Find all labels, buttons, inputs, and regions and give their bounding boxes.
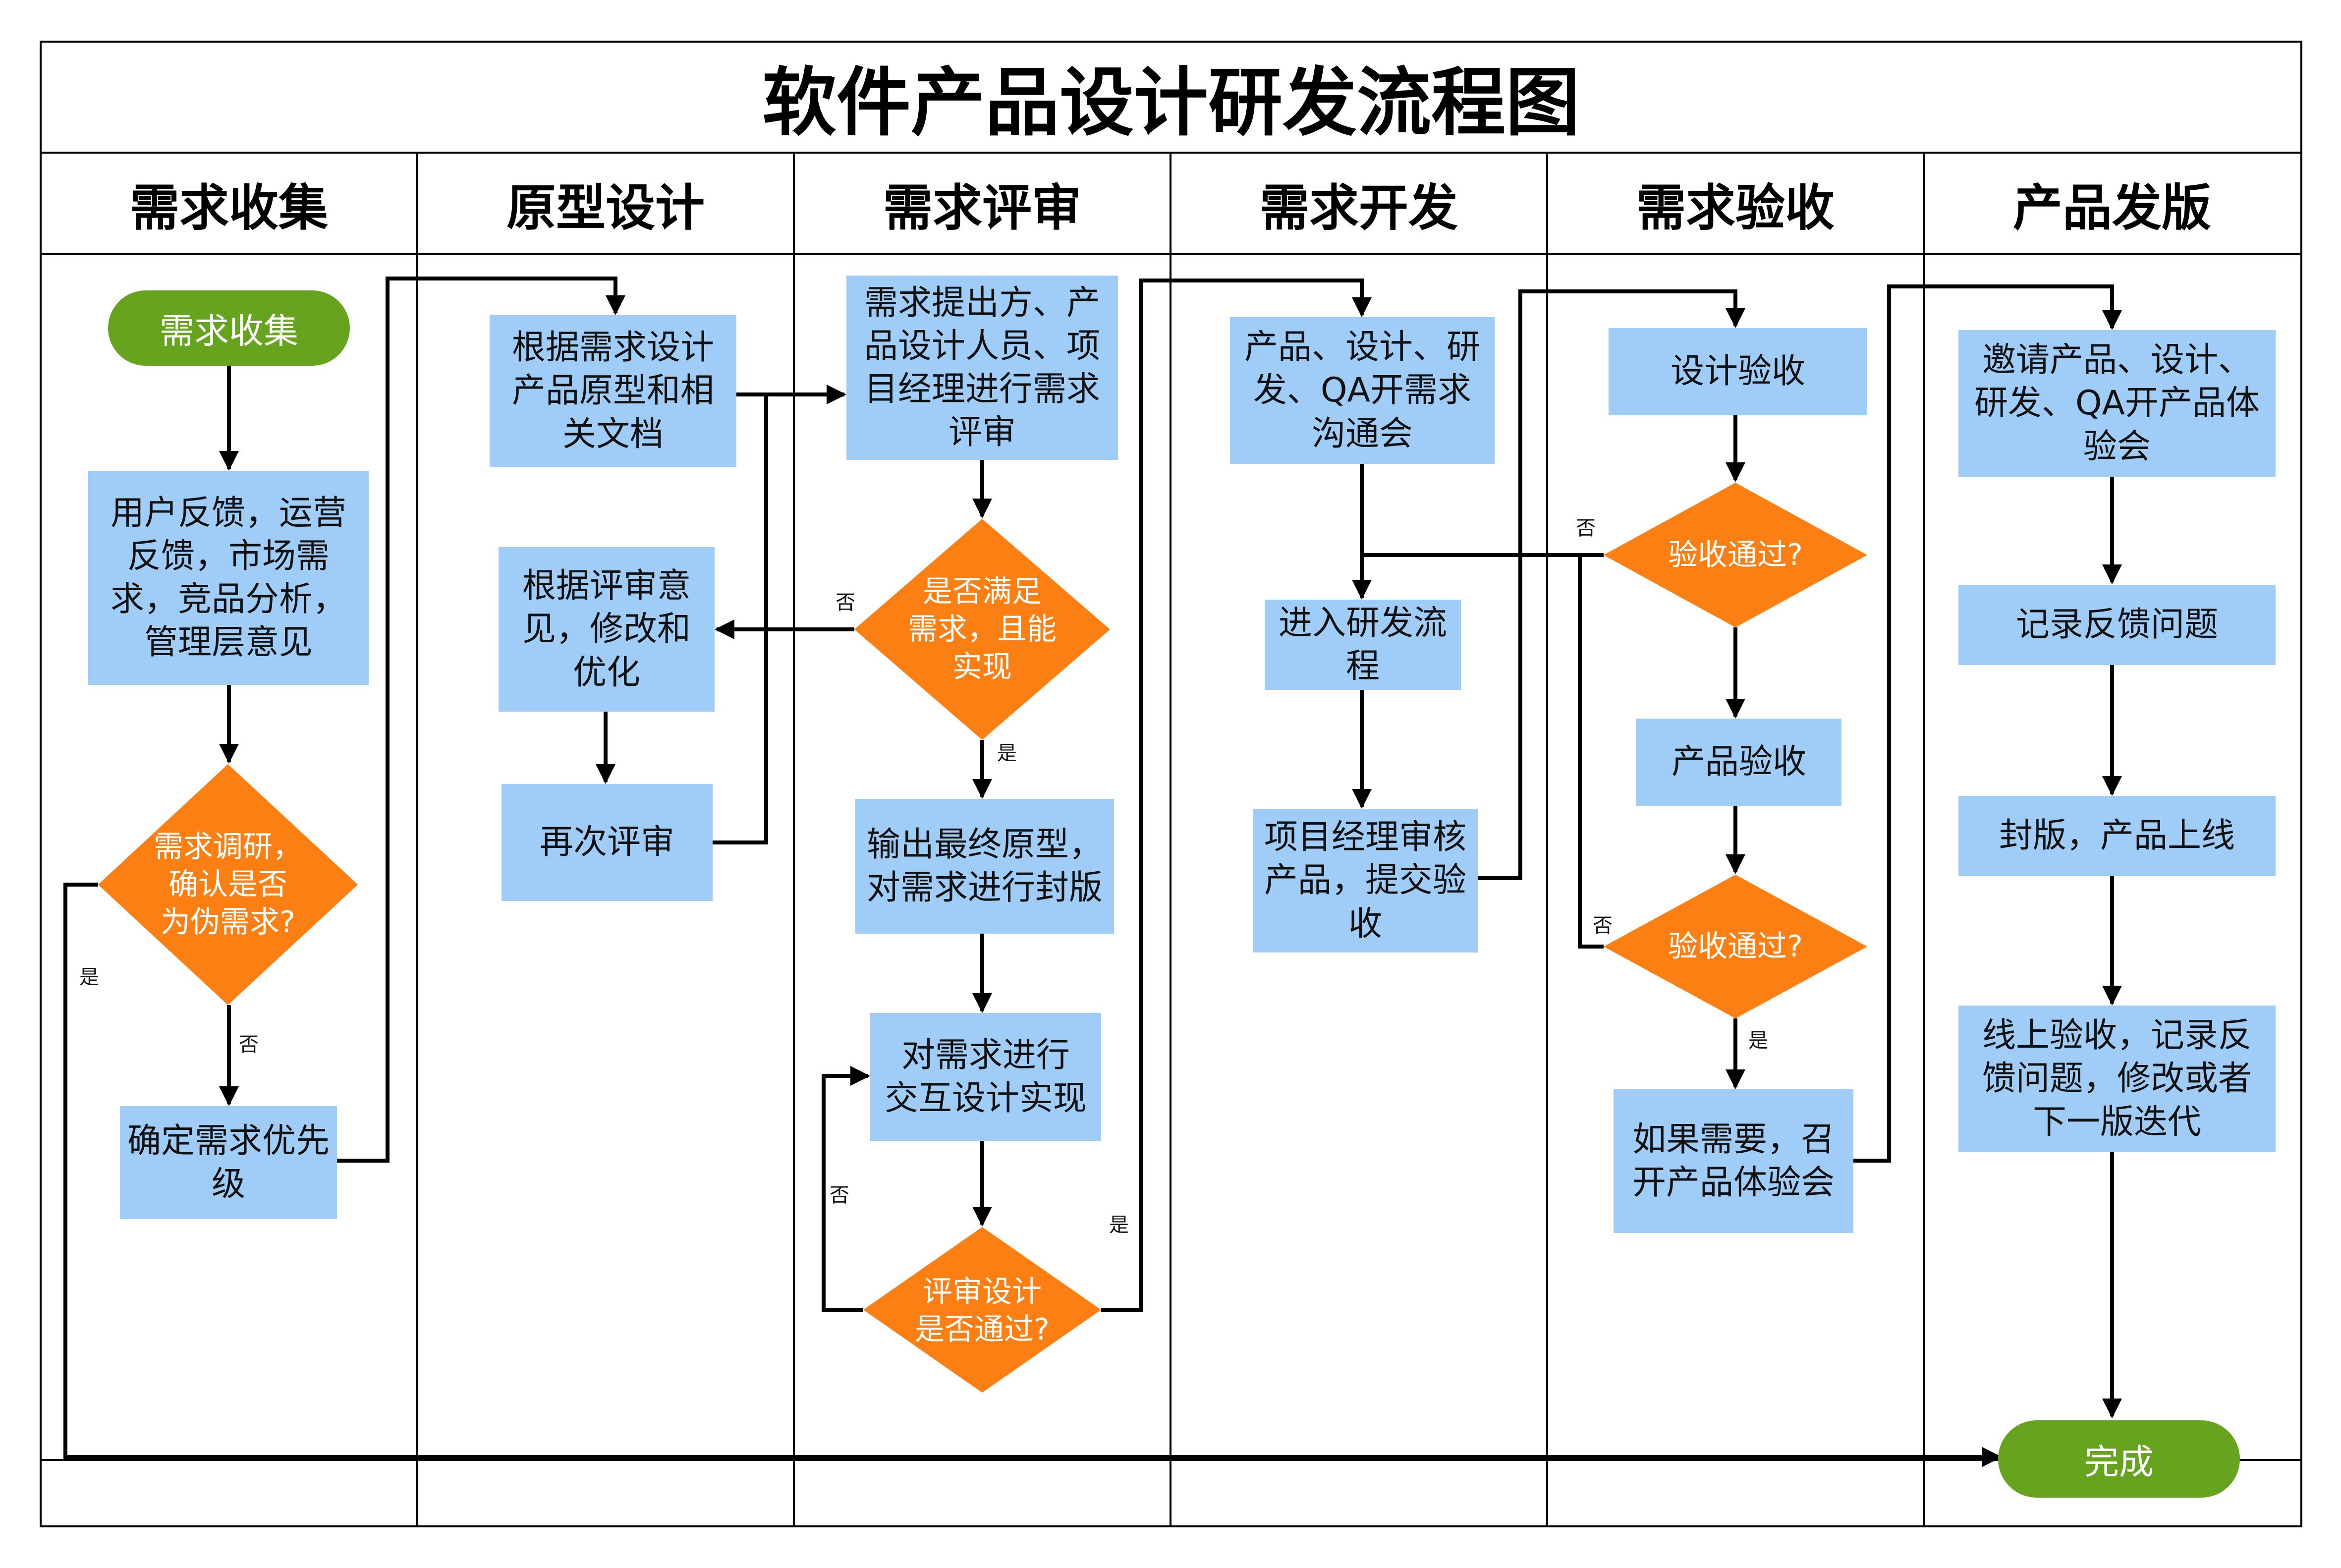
design-review-check-text: 评审设计 是否通过?: [915, 1274, 1050, 1347]
interaction-design-box: 对需求进行 交互设计实现: [870, 1013, 1101, 1141]
swimlane-grid: [40, 41, 2302, 1527]
edge-review-no-loop: [822, 1066, 870, 1312]
edge-check-done: [63, 883, 2002, 1467]
meets-demand-diamond: [854, 519, 1110, 740]
pm-review-box: 项目经理审核 产品，提交验 收: [1253, 809, 1478, 952]
design-acceptance-box: 设计验收: [1609, 328, 1867, 415]
edge-label-accept2-no: 否: [1593, 914, 1613, 937]
revise-box: 根据评审意 见，修改和 优化: [499, 547, 715, 712]
accept-diamond-2: [1604, 875, 1867, 1018]
meets-demand-check-text: 是否满足 需求，且能 实现: [908, 574, 1057, 685]
priority-box: 确定需求优先 级: [120, 1106, 337, 1219]
decision-shapes: [98, 483, 1867, 1393]
design-review-diamond: [863, 1227, 1101, 1393]
online-acceptance-box: 线上验收，记录反 馈问题，修改或者 下一版迭代: [1958, 1006, 2276, 1152]
edge-label-meets-yes: 是: [997, 742, 1017, 765]
lane-header-development: 需求开发: [1260, 178, 1458, 237]
edge-check2-no: [1578, 555, 1604, 949]
invite-meeting-box: 邀请产品、设计、 研发、QA开产品体 验会: [1958, 330, 2276, 477]
record-feedback-box: 记录反馈问题: [1958, 585, 2276, 665]
edge-exp-invite: [1853, 284, 2122, 1163]
re-review-box: 再次评审: [502, 784, 713, 901]
pseudo-demand-diamond: [98, 764, 358, 1005]
lane-header-release: 产品发版: [2013, 178, 2211, 237]
page-title: 软件产品设计研发流程图: [762, 59, 1580, 146]
done-terminal: 完成: [1998, 1420, 2240, 1498]
edge-priority-design: [337, 277, 625, 1163]
edge-pm-designaccept: [1478, 289, 1745, 880]
dev-flow-box: 进入研发流 程: [1265, 600, 1461, 690]
edge-label-design-yes: 是: [1109, 1214, 1129, 1236]
review-meeting-box: 需求提出方、产 品设计人员、项 目经理进行需求 评审: [846, 276, 1118, 460]
edge-label-pseudo-yes: 是: [79, 966, 99, 989]
connectors: [63, 277, 2122, 1467]
edge-label-accept2-yes: 是: [1748, 1029, 1768, 1052]
design-docs-box: 根据需求设计 产品原型和相 关文档: [490, 315, 736, 467]
acceptance-check-2-text: 验收通过?: [1668, 929, 1803, 964]
start-terminal: 需求收集: [108, 290, 350, 366]
lane-header-prototype: 原型设计: [506, 178, 705, 237]
edge-label-pseudo-no: 否: [239, 1033, 259, 1056]
experience-meeting-box: 如果需要，召 开产品体验会: [1614, 1089, 1853, 1233]
feedback-sources-box: 用户反馈，运营 反馈，市场需 求，竞品分析， 管理层意见: [88, 471, 369, 685]
accept-diamond-1: [1604, 483, 1867, 627]
final-prototype-box: 输出最终原型， 对需求进行封版: [855, 799, 1114, 934]
edge-review-yes-dev: [1101, 279, 1372, 1312]
lane-header-acceptance: 需求验收: [1636, 178, 1835, 237]
acceptance-check-1-text: 验收通过?: [1668, 537, 1803, 572]
edge-label-design-no: 否: [830, 1184, 849, 1207]
dev-meeting-box: 产品、设计、研 发、QA开需求 沟通会: [1230, 317, 1495, 464]
edge-rereview-review: [713, 394, 768, 844]
edge-label-accept1-no: 否: [1576, 517, 1596, 540]
lane-header-demand-collection: 需求收集: [130, 178, 328, 237]
pseudo-demand-check-text: 需求调研， 确认是否 为伪需求?: [154, 829, 302, 940]
product-acceptance-box: 产品验收: [1636, 719, 1841, 806]
release-box: 封版，产品上线: [1958, 796, 2276, 876]
edge-label-meets-no: 否: [836, 591, 855, 614]
lane-header-review: 需求评审: [883, 178, 1081, 237]
